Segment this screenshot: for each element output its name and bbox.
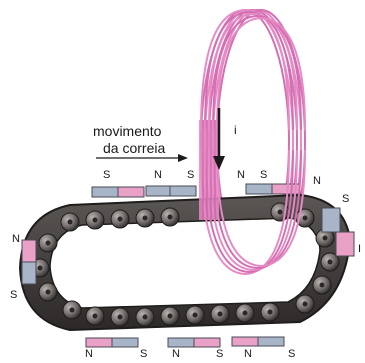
roller-hub [168,314,173,319]
magnet-block [118,187,144,197]
magnet-block [22,262,36,284]
magnet-block [22,240,36,262]
pole-bottom-1: S [140,348,147,360]
roller-hub [243,311,248,316]
roller-hub [168,215,173,220]
roller-hub [46,290,51,295]
magnet-block [246,184,272,194]
roller-hub [118,315,123,320]
roller-hub [68,220,73,225]
magnet-block [146,186,172,196]
magnet-block [194,338,220,347]
roller-hub [328,260,333,265]
roller-hub [93,218,98,223]
magnet-block [336,232,354,256]
magnet-block [322,208,340,232]
pole-bottom-2: N [172,348,180,360]
roller-hub [38,266,43,271]
pole-top-2: S [187,169,194,181]
magnet-block [168,338,194,347]
pole-top-3: N [237,169,245,181]
pole-bottom-4: N [244,348,252,360]
roller-hub [118,217,123,222]
roller-hub [143,315,148,320]
pole-top-5: N [313,175,321,187]
roller-hub [278,210,283,215]
roller-hub [303,302,308,307]
current-label: i [234,123,237,137]
pole-left-1: S [10,289,17,301]
pole-right-1: I [358,243,361,255]
roller-hub [268,310,273,315]
pole-bottom-3: S [216,348,223,360]
roller-hub [323,236,328,241]
roller-hub [193,313,198,318]
roller-hub [320,283,325,288]
pole-top-1: N [154,169,162,181]
magnet-block [170,186,196,196]
roller-hub [143,216,148,221]
pole-right-0: S [342,193,349,205]
motion-label-line2: da correia [103,140,165,156]
pole-left-0: N [12,233,20,245]
magnet-block [258,337,284,346]
motion-label-line1: movimento [93,123,162,139]
pole-bottom-0: N [85,348,93,360]
roller-hub [93,314,98,319]
magnet-block [232,337,258,346]
roller-hub [70,308,75,313]
pole-top-4: S [260,169,267,181]
magnet-block [112,338,138,347]
pole-top-0: S [103,169,110,181]
roller-hub [218,312,223,317]
roller-hub [303,216,308,221]
magnet-block [92,187,118,197]
magnet-block [86,338,112,347]
pole-bottom-5: S [288,348,295,360]
roller-hub [46,241,51,246]
